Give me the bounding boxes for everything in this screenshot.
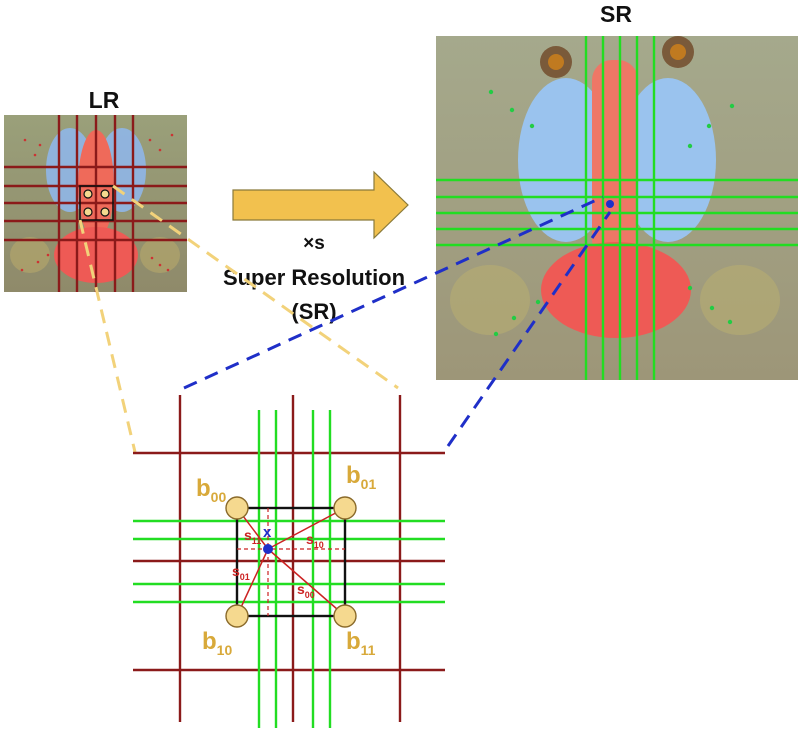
label-s10: s10 <box>306 531 324 550</box>
detail-query-point <box>263 544 273 554</box>
sr-abbrev-label: (SR) <box>291 299 336 324</box>
detail-nodes <box>225 496 357 628</box>
node-b00 <box>225 496 249 520</box>
label-s00: s00 <box>297 581 315 600</box>
label-b10: b10 <box>202 628 232 658</box>
lr-node <box>100 189 110 199</box>
label-x: x <box>263 524 272 541</box>
distance-lines <box>236 507 346 617</box>
node-b11 <box>333 604 357 628</box>
super-resolution-label: Super Resolution <box>223 265 405 290</box>
label-s11: s11 <box>244 527 261 546</box>
sr-image <box>436 36 798 380</box>
label-b11: b11 <box>346 628 376 658</box>
sr-label: SR <box>600 1 632 27</box>
zoom-connectors <box>78 184 399 453</box>
lr-grid <box>4 115 187 292</box>
upscale-arrow <box>232 170 409 240</box>
scale-factor-label: ×s <box>303 233 325 254</box>
sr-connectors <box>183 195 612 447</box>
lr-keypoints <box>20 133 174 272</box>
sr-keypoints <box>488 89 735 337</box>
lr-label: LR <box>89 87 120 113</box>
lr-node <box>100 207 110 217</box>
node-b01 <box>333 496 357 520</box>
sr-query-point <box>606 200 614 208</box>
detail-lr-grid <box>133 395 445 722</box>
node-b10 <box>225 604 249 628</box>
detail-pixel-square <box>235 506 347 618</box>
label-s01: s01 <box>232 563 250 582</box>
lr-node <box>83 207 93 217</box>
label-b01: b01 <box>346 462 376 492</box>
label-b00: b00 <box>196 475 226 505</box>
detail-sr-grid <box>133 410 445 728</box>
sr-grid <box>436 36 798 380</box>
detail-guide-lines <box>237 508 345 616</box>
lr-node <box>83 189 93 199</box>
lr-pixel-square <box>79 185 114 221</box>
